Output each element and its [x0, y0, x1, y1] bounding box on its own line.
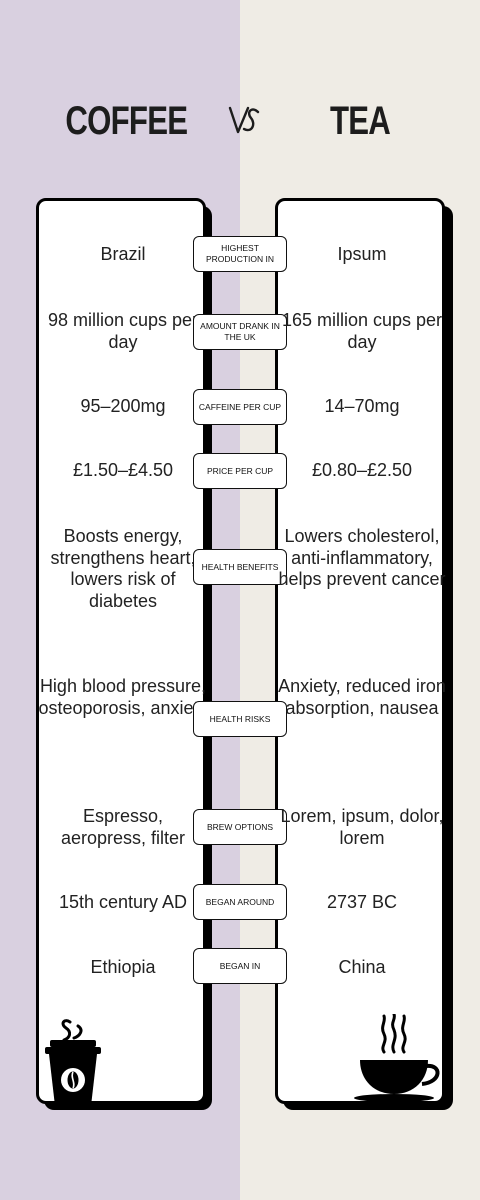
- coffee-value: £1.50–£4.50: [72, 460, 174, 480]
- row-label: PRICE PER CUP: [193, 453, 287, 489]
- row-label: HEALTH RISKS: [193, 701, 287, 737]
- row-label: BEGAN IN: [193, 948, 287, 984]
- tea-card: [275, 198, 445, 1104]
- row-label-text: BEGAN IN: [219, 960, 261, 971]
- row-label-text: PRICE PER CUP: [206, 465, 274, 476]
- tea-value: Anxiety, reduced iron absorption, nausea: [278, 676, 446, 718]
- row-label-text: BEGAN AROUND: [205, 896, 275, 907]
- coffee-value: Brazil: [100, 244, 146, 264]
- vs-label: [222, 100, 262, 140]
- tea-value: 165 million cups per day: [281, 310, 443, 352]
- coffee-value: 98 million cups per day: [47, 310, 199, 352]
- row-label: HIGHEST PRODUCTION IN: [193, 236, 287, 272]
- tea-value: 2737 BC: [326, 892, 398, 912]
- vs-glyph: [228, 106, 260, 134]
- row-label: CAFFEINE PER CUP: [193, 389, 287, 425]
- tea-value: Lorem, ipsum, dolor, lorem: [280, 806, 444, 848]
- coffee-value: Ethiopia: [90, 957, 156, 977]
- coffee-value: 95–200mg: [80, 396, 166, 416]
- row-label: HEALTH BENEFITS: [193, 549, 287, 585]
- tea-value: Lowers cholesterol, anti-inflammatory, h…: [278, 526, 446, 589]
- row-label: BEGAN AROUND: [193, 884, 287, 920]
- row-label-text: AMOUNT DRANK IN THE UK: [200, 321, 280, 342]
- tea-value: £0.80–£2.50: [311, 460, 413, 480]
- row-label-text: BREW OPTIONS: [206, 821, 274, 832]
- coffee-value: Espresso, aeropress, filter: [60, 806, 186, 848]
- tea-value: Ipsum: [337, 244, 387, 264]
- coffee-value: Boosts energy, strengthens heart, lowers…: [50, 526, 196, 611]
- coffee-value: 15th century AD: [58, 892, 188, 912]
- tea-heading: TEA: [329, 99, 391, 143]
- row-label: AMOUNT DRANK IN THE UK: [193, 314, 287, 350]
- coffee-value: High blood pressure, osteoporosis, anxie…: [38, 676, 208, 718]
- tea-value: 14–70mg: [324, 396, 400, 416]
- coffee-card: [36, 198, 206, 1104]
- tea-value: China: [338, 957, 386, 977]
- row-label-text: HEALTH RISKS: [209, 713, 271, 724]
- row-label: BREW OPTIONS: [193, 809, 287, 845]
- tea-cup-icon: [354, 1014, 440, 1102]
- coffee-cup-icon: [45, 1019, 101, 1106]
- coffee-heading: COFFEE: [65, 99, 188, 143]
- row-label-text: CAFFEINE PER CUP: [198, 401, 282, 412]
- row-label-text: HIGHEST PRODUCTION IN: [206, 243, 274, 264]
- row-label-text: HEALTH BENEFITS: [201, 561, 279, 572]
